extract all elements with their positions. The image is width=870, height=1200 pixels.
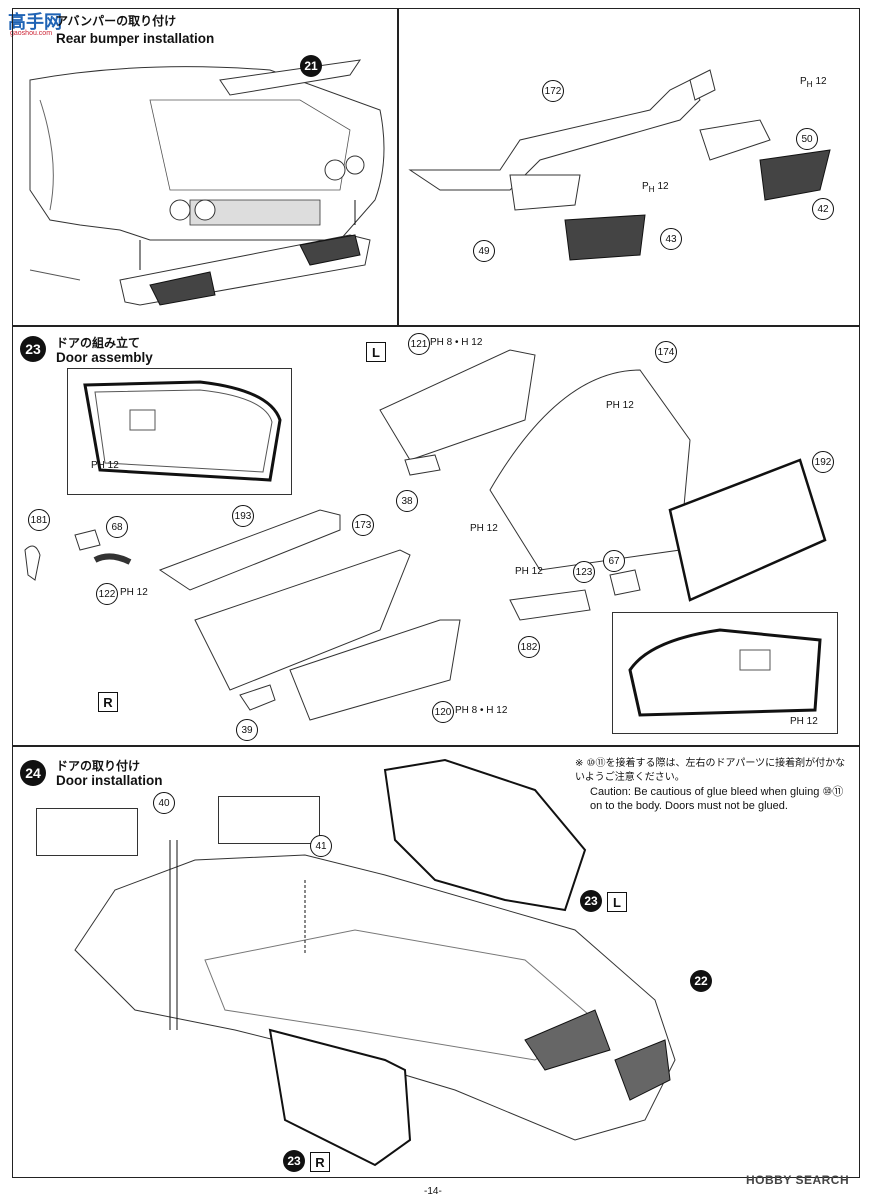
step24-number: 24 <box>20 760 46 786</box>
left-side-label: L <box>366 342 386 362</box>
part-193-callout: 193 <box>232 505 254 527</box>
part-181-callout: 181 <box>28 509 50 531</box>
step23-panel <box>12 326 860 746</box>
ph-label-f: PH 12 <box>515 566 543 577</box>
door-assembly-illustration-right <box>379 349 827 621</box>
part-120-callout: 120 <box>432 701 454 723</box>
watermark: HOBBY SEARCH <box>746 1173 850 1187</box>
part-68-callout: 68 <box>106 516 128 538</box>
ph-label-e: PH 12 <box>470 523 498 534</box>
part-182-callout: 182 <box>518 636 540 658</box>
caution-note-en: Caution: Be cautious of glue bleed when … <box>590 786 844 812</box>
ph-label-h: PH 12 <box>91 460 119 471</box>
door-panel-inset-right <box>67 368 292 495</box>
part-23-callout-left-door: 23 <box>580 890 602 912</box>
door-left-label: L <box>607 892 627 912</box>
step24-title-en: Door installation <box>56 773 163 788</box>
door-right-label: R <box>310 1152 330 1172</box>
ph-label-i: PH 12 <box>120 587 148 598</box>
ph-label-c: PH 8 • H 12 <box>430 337 483 348</box>
right-side-label: R <box>98 692 118 712</box>
part-40-callout: 40 <box>153 792 175 814</box>
ph-label-j: PH 8 • H 12 <box>455 705 508 716</box>
part-49-callout: 49 <box>473 240 495 262</box>
part-43-callout: 43 <box>660 228 682 250</box>
part-23-callout-right-door: 23 <box>283 1150 305 1172</box>
rear-car-illustration <box>29 59 385 306</box>
part-172-callout: 172 <box>542 80 564 102</box>
site-logo-sub: gaoshou.com <box>10 30 53 37</box>
part-22-callout: 22 <box>690 970 712 992</box>
step23-title-jp: ドアの組み立て <box>56 336 141 350</box>
part-173-callout: 173 <box>352 514 374 536</box>
door-panel-illustration-b <box>628 628 822 717</box>
page-number: -14- <box>424 1186 442 1197</box>
door-assembly-illustration <box>24 509 461 721</box>
ph-label-g: PH 12 <box>790 716 818 727</box>
part-38-callout: 38 <box>396 490 418 512</box>
part-50-callout: 50 <box>796 128 818 150</box>
step22-title-en: Rear bumper installation <box>56 31 215 46</box>
door-panel-illustration-a <box>83 380 282 482</box>
part-122-callout: 122 <box>96 583 118 605</box>
ph-label-d: PH 12 <box>606 400 634 411</box>
part-39-callout: 39 <box>236 719 258 741</box>
part-192-callout: 192 <box>812 451 834 473</box>
part-123-callout: 123 <box>573 561 595 583</box>
part-121-callout: 121 <box>408 333 430 355</box>
part-40-inset <box>36 808 138 856</box>
step22-title-jp: アバンパーの取り付け <box>56 14 177 28</box>
caution-note-jp: ※ ⑩⑪を接着する際は、左右のドアパーツに接着剤が付かないようご注意ください。 <box>575 758 846 783</box>
part-174-callout: 174 <box>655 341 677 363</box>
step24-panel <box>12 746 860 1178</box>
part-41-callout: 41 <box>310 835 332 857</box>
part-67-callout: 67 <box>603 550 625 572</box>
step24-title-jp: ドアの取り付け <box>56 759 141 773</box>
site-logo: 高手网 <box>8 12 62 33</box>
step23-number: 23 <box>20 336 46 362</box>
part-42-callout: 42 <box>812 198 834 220</box>
ph-label-a: PH 12 <box>800 76 827 89</box>
door-panel-inset-left <box>612 612 838 734</box>
step23-title-en: Door assembly <box>56 350 153 365</box>
part-21-callout: 21 <box>300 55 322 77</box>
bumper-parts-illustration <box>408 69 831 261</box>
ph-label-b: PH 12 <box>642 181 669 194</box>
part-41-inset <box>218 796 320 844</box>
body-door-installation-illustration <box>74 758 676 1167</box>
step22-divider <box>397 8 399 326</box>
step22-panel <box>12 8 860 326</box>
